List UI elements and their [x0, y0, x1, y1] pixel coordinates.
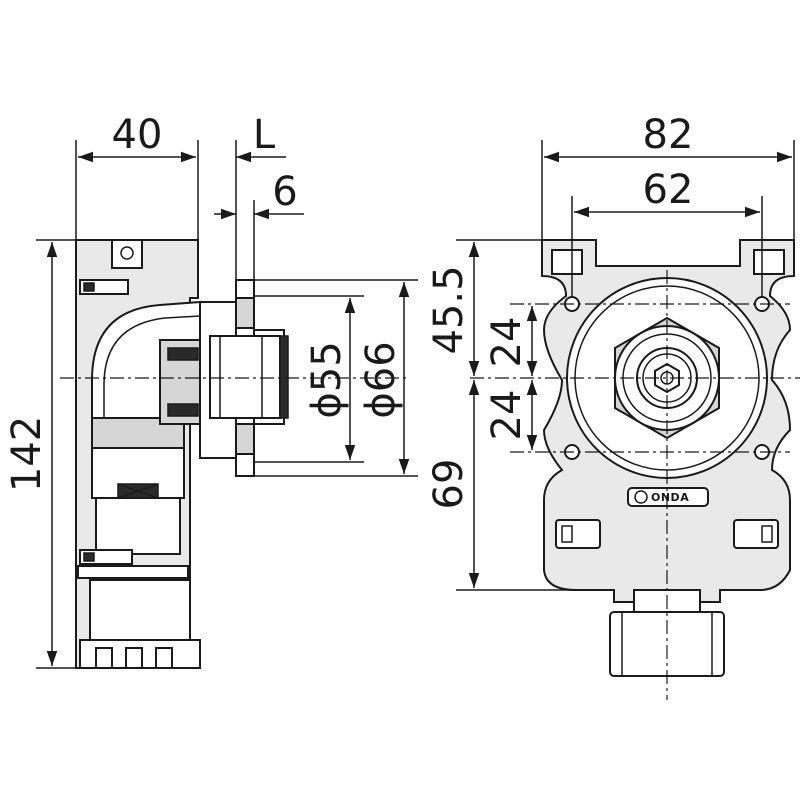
front-view: ONDA 82 62 45.5 69 24 — [426, 112, 800, 700]
dim-82-label: 82 — [643, 112, 694, 158]
dim-24-upper-label: 24 — [484, 317, 530, 368]
front-slot-right — [733, 519, 779, 549]
front-slot-left — [555, 519, 601, 549]
dim-L-label: L — [253, 112, 276, 158]
dim-142-label: 142 — [4, 416, 50, 492]
front-top-tab-left — [551, 249, 583, 275]
side-elbow-inner — [103, 315, 201, 470]
dim-24-lower-label: 24 — [484, 390, 530, 441]
side-lower-socket — [89, 579, 191, 641]
dim-phi55-label: ϕ55 — [304, 341, 350, 418]
front-top-tab-right — [753, 249, 785, 275]
dim-45-5-label: 45.5 — [426, 265, 472, 354]
dim-6-label: 6 — [272, 169, 297, 215]
svg-text:ONDA: ONDA — [651, 491, 689, 504]
dim-40-label: 40 — [112, 112, 163, 158]
side-top-tab — [111, 239, 143, 269]
side-view: 40 L 6 142 ϕ55 ϕ66 — [4, 112, 418, 669]
dim-62-label: 62 — [643, 167, 694, 213]
side-top-tab-hole — [120, 246, 134, 260]
dim-phi66-label: ϕ66 — [358, 341, 404, 418]
onda-logo: ONDA — [627, 487, 709, 507]
dim-69-label: 69 — [426, 459, 472, 510]
